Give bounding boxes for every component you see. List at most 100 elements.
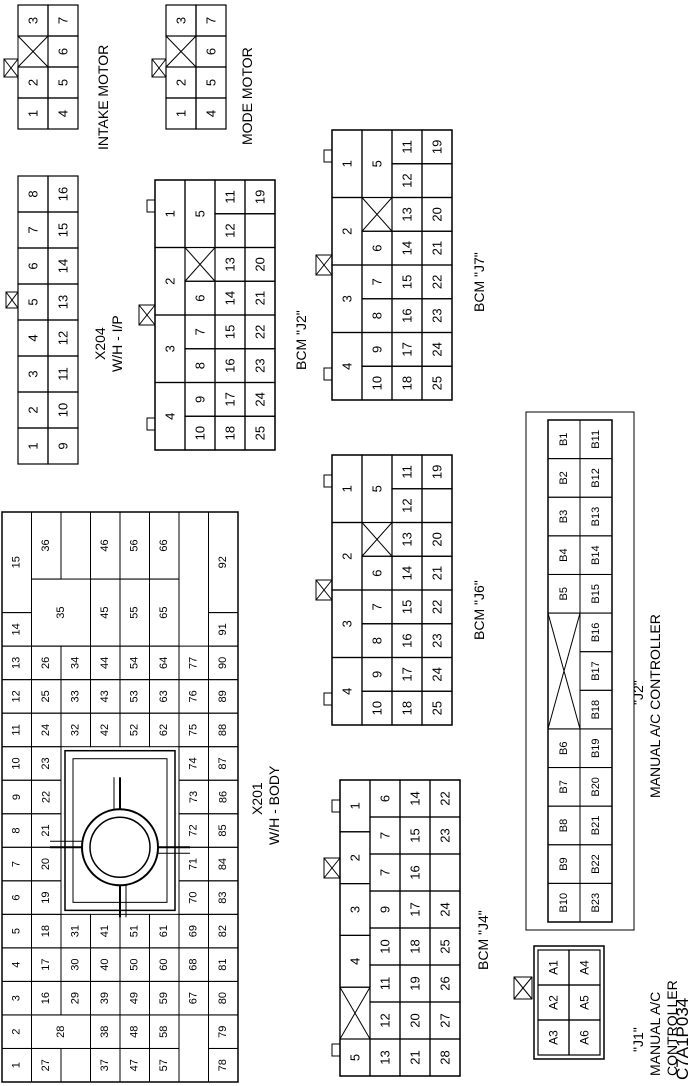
pin-label: 16 <box>400 308 415 322</box>
pin-label: 18 <box>408 939 423 953</box>
pin-label: A1 <box>547 960 561 975</box>
figure-id: C7A1P034 <box>673 998 692 1080</box>
pin-label: 10 <box>11 757 23 769</box>
pin-label: 19 <box>253 190 268 204</box>
pin-label: 6 <box>26 262 41 269</box>
pin-label: 62 <box>158 724 170 736</box>
pin-label: 7 <box>11 861 23 867</box>
pin-label: 1 <box>348 802 363 809</box>
pin-label: B3 <box>558 510 570 523</box>
j1-ac-label: "J1" <box>630 1027 646 1052</box>
pin-label: B14 <box>590 545 602 565</box>
pin-label: 58 <box>158 1026 170 1038</box>
pin-label: 1 <box>26 110 41 117</box>
pin-label: 20 <box>40 858 52 870</box>
pin-label: 10 <box>370 701 385 715</box>
pin-label: 17 <box>400 342 415 356</box>
pin-label: 14 <box>223 291 238 305</box>
pin-label: 3 <box>163 345 178 352</box>
pin-label: 38 <box>99 1026 111 1038</box>
pin-label: 65 <box>158 606 170 618</box>
pin-label: 8 <box>370 637 385 644</box>
pin-label: 42 <box>99 724 111 736</box>
pin-label: 25 <box>438 939 453 953</box>
pin-label: 25 <box>430 376 445 390</box>
pin-label: 8 <box>193 362 208 369</box>
pin-label: 4 <box>26 334 41 341</box>
pin-label: 64 <box>158 657 170 669</box>
pin-label: 3 <box>340 620 355 627</box>
pin-label: 43 <box>99 690 111 702</box>
pin-label: 9 <box>11 794 23 800</box>
pin-label: 15 <box>56 223 71 237</box>
pin-label: 17 <box>408 902 423 916</box>
pin-label: 20 <box>253 257 268 271</box>
pin-label: 88 <box>217 724 229 736</box>
pin-label: 21 <box>408 1050 423 1064</box>
pin-label: 19 <box>430 465 445 479</box>
pin-label: 22 <box>430 600 445 614</box>
pin-label: 5 <box>348 1054 363 1061</box>
pin-label: 1 <box>11 1062 23 1068</box>
pin-label: A4 <box>578 960 592 975</box>
pin-label: 18 <box>223 426 238 440</box>
pin-label: 2 <box>348 854 363 861</box>
pin-label: 13 <box>378 1050 393 1064</box>
pin-label: 3 <box>26 17 41 24</box>
pin-label: 3 <box>348 906 363 913</box>
pin-label: 53 <box>129 690 141 702</box>
j2-ac-label: "J2" <box>630 680 646 705</box>
pin-label: 6 <box>11 895 23 901</box>
bcm-j2-label: BCM "J2" <box>293 310 309 370</box>
pin-label: 9 <box>193 396 208 403</box>
pin-label: 3 <box>340 295 355 302</box>
pin-label: 21 <box>430 566 445 580</box>
pin-label: A5 <box>578 995 592 1010</box>
pin-label: 2 <box>26 79 41 86</box>
pin-label: 6 <box>193 295 208 302</box>
pin-label: 45 <box>99 606 111 618</box>
pin-label: B4 <box>558 548 570 561</box>
pin-label: 4 <box>11 962 23 968</box>
pin-label: A2 <box>547 995 561 1010</box>
pin-label: B15 <box>590 584 602 604</box>
pin-label: 17 <box>400 667 415 681</box>
pin-label: 79 <box>217 1026 229 1038</box>
pin-label: A3 <box>547 1030 561 1045</box>
pin-label: 11 <box>223 190 238 204</box>
pin-label: 14 <box>400 241 415 255</box>
pin-label: 77 <box>188 657 200 669</box>
pin-label: 37 <box>99 1059 111 1071</box>
pin-label: 11 <box>400 465 415 479</box>
pin-label: 13 <box>56 295 71 309</box>
pin-label: 16 <box>40 992 52 1004</box>
pin-label: 16 <box>400 633 415 647</box>
pin-label: 5 <box>56 79 71 86</box>
pin-label: 2 <box>11 1029 23 1035</box>
pin-label: 91 <box>217 623 229 635</box>
pin-label: 25 <box>430 701 445 715</box>
pin-label: 51 <box>129 925 141 937</box>
pin-label: 15 <box>223 325 238 339</box>
pin-label: 6 <box>56 48 71 55</box>
pin-label: 6 <box>204 48 219 55</box>
pin-label: 23 <box>430 308 445 322</box>
pin-label: 3 <box>11 995 23 1001</box>
pin-label: 21 <box>40 824 52 836</box>
pin-label: 75 <box>188 724 200 736</box>
pin-label: 17 <box>40 959 52 971</box>
pin-label: 7 <box>193 328 208 335</box>
pin-label: 12 <box>11 690 23 702</box>
pin-label: B6 <box>558 741 570 754</box>
pin-label: 8 <box>11 827 23 833</box>
pin-label: 23 <box>253 358 268 372</box>
pin-label: 63 <box>158 690 170 702</box>
pin-label: 31 <box>70 925 82 937</box>
pin-label: B2 <box>558 471 570 484</box>
pin-label: 61 <box>158 925 170 937</box>
pin-label: B11 <box>590 430 602 449</box>
pin-label: 18 <box>400 376 415 390</box>
pin-label: 81 <box>217 959 229 971</box>
